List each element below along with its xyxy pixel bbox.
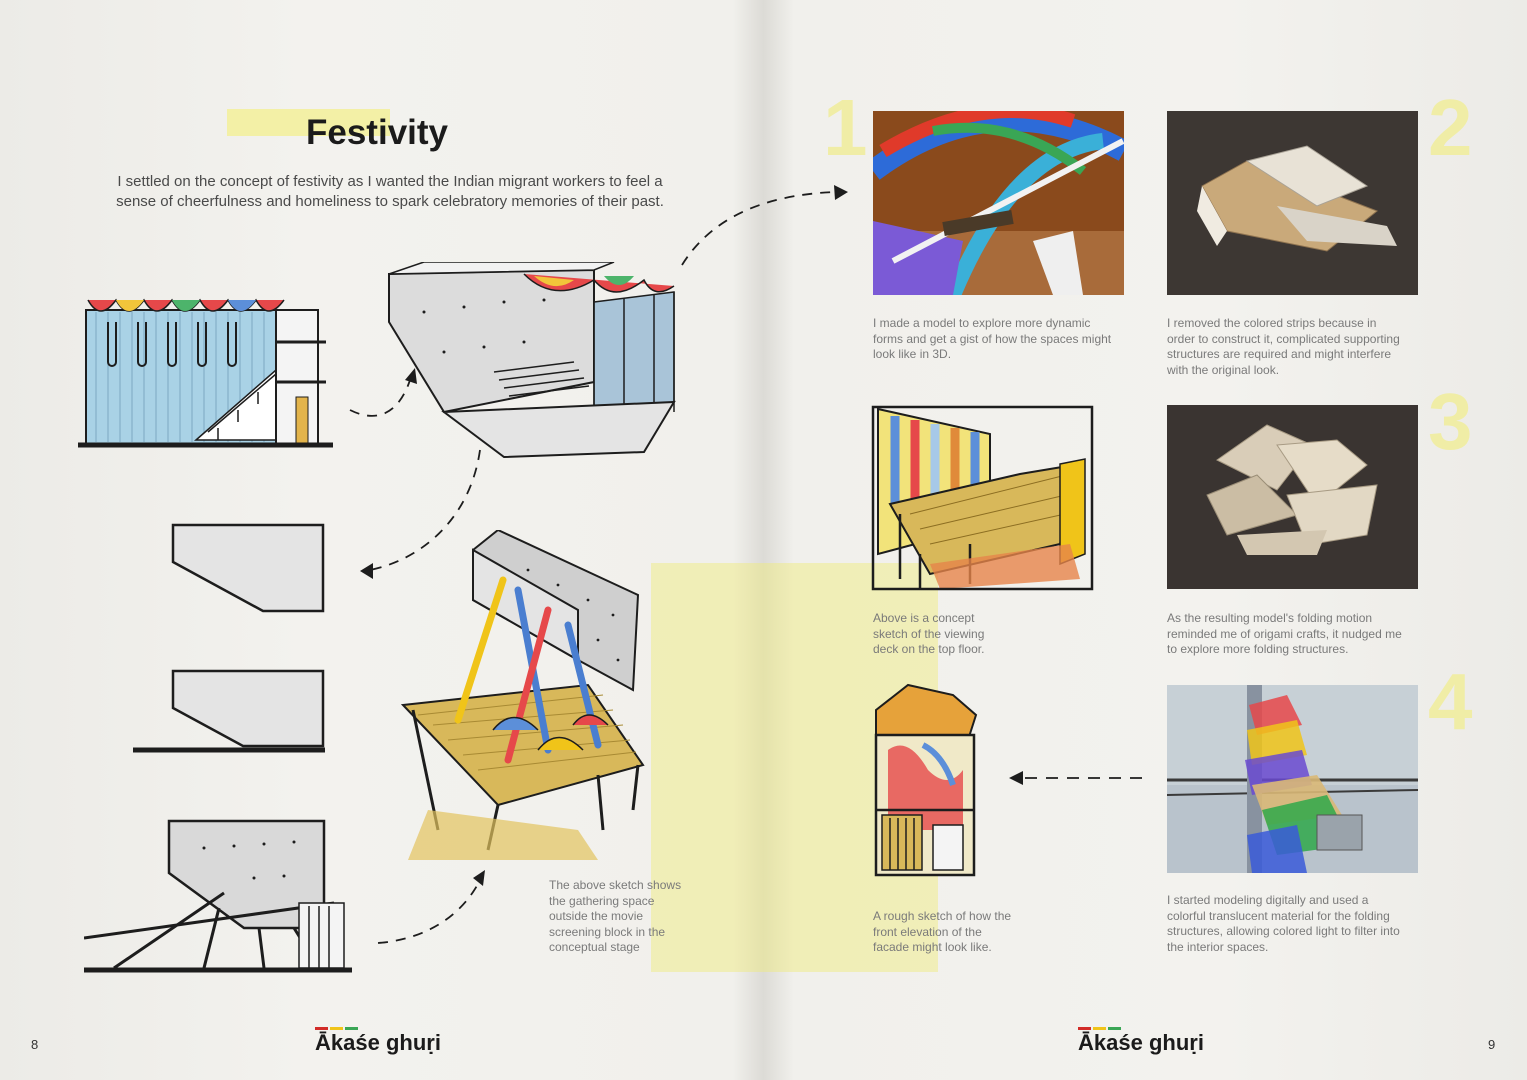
model-photo-origami [1167, 405, 1418, 589]
digital-render-translucent [1167, 685, 1418, 873]
step-2-caption: I removed the colored strips because in … [1167, 316, 1400, 377]
intro-paragraph: I settled on the concept of festivity as… [116, 173, 664, 210]
model-photo-colored-strips [873, 111, 1124, 295]
gathering-sketch-caption: The above sketch shows the gathering spa… [549, 878, 682, 954]
logo-right: Ākaśe ghuṛi [1078, 1027, 1204, 1056]
facade-caption: A rough sketch of how the front elevatio… [873, 909, 1012, 954]
viewing-deck-sketch [871, 405, 1094, 591]
facade-elevation-sketch [874, 683, 978, 877]
step-4-caption: I started modeling digitally and used a … [1167, 893, 1400, 954]
perspective-sketch-canopy [388, 262, 676, 459]
block-diagram-1 [171, 523, 325, 613]
logo-text: Ākaśe ghuṛi [315, 1030, 441, 1055]
step-number-1: 1 [823, 83, 868, 172]
logo-left: Ākaśe ghuṛi [315, 1027, 441, 1056]
title-highlight [227, 109, 390, 136]
section-sketch-bunting [78, 298, 333, 448]
gathering-space-sketch [400, 530, 645, 860]
logo-color-bars [1078, 1027, 1121, 1030]
step-number-4: 4 [1428, 657, 1473, 746]
model-photo-cardboard [1167, 111, 1418, 295]
logo-color-bars [315, 1027, 358, 1030]
page-number-right: 9 [1488, 1037, 1496, 1052]
viewing-deck-caption: Above is a concept sketch of the viewing… [873, 611, 985, 656]
page-title: Festivity [306, 113, 448, 152]
step-number-3: 3 [1428, 377, 1473, 466]
step-1-caption: I made a model to explore more dynamic f… [873, 316, 1112, 361]
step-3-caption: As the resulting model's folding motion … [1167, 611, 1402, 656]
flow-arrows-left [349, 185, 848, 944]
block-diagram-2 [133, 669, 325, 753]
block-diagram-3 [84, 819, 352, 973]
flow-arrow-right [1009, 771, 1150, 785]
step-number-2: 2 [1428, 83, 1473, 172]
page-number-left: 8 [31, 1037, 39, 1052]
logo-text: Ākaśe ghuṛi [1078, 1030, 1204, 1055]
